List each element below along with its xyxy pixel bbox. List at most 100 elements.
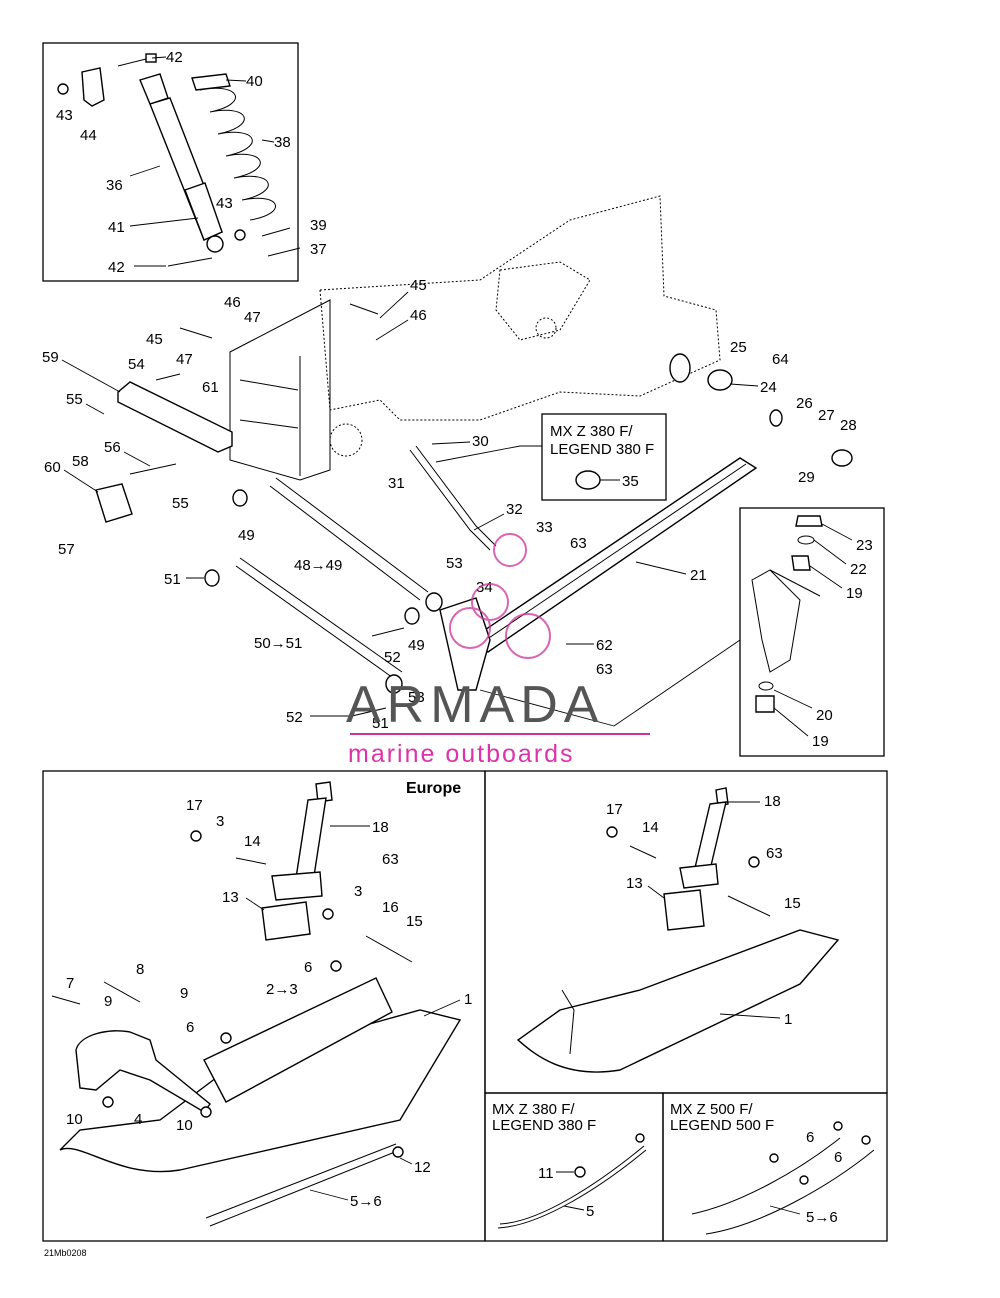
variant-box-380: MX Z 380 F/ LEGEND 380 F 35 [435, 413, 667, 501]
europe-label: 12 [414, 1159, 431, 1176]
europe-label: 4 [134, 1111, 142, 1128]
part-label: 53 [446, 555, 463, 572]
part-label: 24 [760, 379, 777, 396]
main-labels: 45 46 46 47 45 47 59 54 61 55 56 58 60 5… [42, 277, 857, 732]
europe-label: 9 [104, 993, 112, 1010]
europe-label: 2→3 [266, 981, 298, 998]
inset-label: 36 [106, 177, 123, 194]
part-label: 45 [410, 277, 427, 294]
figure-code: 21Mb0208 [44, 1248, 87, 1258]
part-label: 47 [176, 351, 193, 368]
part-label: 49 [238, 527, 255, 544]
part-label: 62 [596, 637, 613, 654]
part-label: 51 [372, 715, 389, 732]
watermark: ARMADA marine outboards [346, 533, 650, 768]
europe-label: 5→6 [350, 1193, 382, 1210]
europe-label: 10 [176, 1117, 193, 1134]
variant-500-line1: MX Z 500 F/ [670, 1101, 753, 1118]
europe-label: 8 [136, 961, 144, 978]
inset-label: 23 [856, 537, 873, 554]
inset-label: 41 [108, 219, 125, 236]
europe-title: Europe [406, 780, 461, 797]
inset-label: 38 [274, 134, 291, 151]
variant-500-line2: LEGEND 500 F [670, 1117, 774, 1134]
part-label: 64 [772, 351, 789, 368]
part-label: 29 [798, 469, 815, 486]
part-label: 35 [622, 473, 639, 490]
part-label: 59 [42, 349, 59, 366]
part-label: 47 [244, 309, 261, 326]
shock-inset-labels: 42 40 38 43 44 36 43 41 39 37 42 [56, 49, 327, 276]
inset-label: 19 [846, 585, 863, 602]
standard-label: 18 [764, 793, 781, 810]
part-label: 27 [818, 407, 835, 424]
standard-label: 14 [642, 819, 659, 836]
europe-label: 13 [222, 889, 239, 906]
inset-label: 42 [108, 259, 125, 276]
part-label: 26 [796, 395, 813, 412]
europe-label: 17 [186, 797, 203, 814]
europe-label: 7 [66, 975, 74, 992]
part-label: 57 [58, 541, 75, 558]
standard-label: 17 [606, 801, 623, 818]
part-label: 32 [506, 501, 523, 518]
standard-label: 13 [626, 875, 643, 892]
variant-380-line2: LEGEND 380 F [492, 1117, 596, 1134]
inset-label: 42 [166, 49, 183, 66]
standard-label: 15 [784, 895, 801, 912]
part-label: 49 [408, 637, 425, 654]
frame-assembly [95, 195, 853, 717]
europe-label: 10 [66, 1111, 83, 1128]
europe-label: 1 [464, 991, 472, 1008]
variant-380-panel: MX Z 380 F/ LEGEND 380 F 11 5 [484, 1092, 664, 1242]
inset-label: 40 [246, 73, 263, 90]
variant-500-label: 6 [806, 1129, 814, 1146]
inset-label: 20 [816, 707, 833, 724]
watermark-brand: ARMADA [346, 676, 604, 734]
part-label: 60 [44, 459, 61, 476]
europe-label: 18 [372, 819, 389, 836]
europe-label: 9 [180, 985, 188, 1002]
part-label: 33 [536, 519, 553, 536]
part-label: 48→49 [294, 557, 342, 574]
variant-title-line1: MX Z 380 F/ [550, 423, 633, 440]
shock-inset: 42 40 38 43 44 36 43 41 39 37 42 [42, 42, 327, 282]
europe-label: 63 [382, 851, 399, 868]
part-label: 50→51 [254, 635, 302, 652]
europe-label: 6 [186, 1019, 194, 1036]
part-label: 52 [384, 649, 401, 666]
part-label: 56 [104, 439, 121, 456]
variant-380-label: 11 [538, 1165, 554, 1182]
part-label: 53 [408, 689, 425, 706]
part-label: 45 [146, 331, 163, 348]
variant-500-panel: MX Z 500 F/ LEGEND 500 F 6 6 5→6 [662, 1092, 888, 1242]
part-label: 46 [410, 307, 427, 324]
standard-label: 63 [766, 845, 783, 862]
part-label: 54 [128, 356, 145, 373]
variant-380-label: 5 [586, 1203, 594, 1220]
variant-500-label: 6 [834, 1149, 842, 1166]
standard-label: 1 [784, 1011, 792, 1028]
europe-label: 15 [406, 913, 423, 930]
part-label: 63 [570, 535, 587, 552]
part-label: 61 [202, 379, 219, 396]
europe-label: 6 [304, 959, 312, 976]
europe-panel: Europe 17 3 1 4 18 63 13 3 16 [42, 770, 486, 1242]
europe-label: 16 [382, 899, 399, 916]
part-label: 52 [286, 709, 303, 726]
europe-label: 3 [216, 813, 224, 830]
part-label: 55 [172, 495, 189, 512]
inset-label: 43 [216, 195, 233, 212]
inset-label: 22 [850, 561, 867, 578]
variant-title-line2: LEGEND 380 F [550, 441, 654, 458]
europe-label: 3 [354, 883, 362, 900]
part-label: 28 [840, 417, 857, 434]
spindle-inset: 23 22 19 20 19 [479, 507, 885, 757]
variant-380-line1: MX Z 380 F/ [492, 1101, 575, 1118]
part-label: 31 [388, 475, 405, 492]
part-label: 55 [66, 391, 83, 408]
watermark-tagline: marine outboards [348, 740, 575, 768]
inset-label: 37 [310, 241, 327, 258]
part-label: 63 [596, 661, 613, 678]
